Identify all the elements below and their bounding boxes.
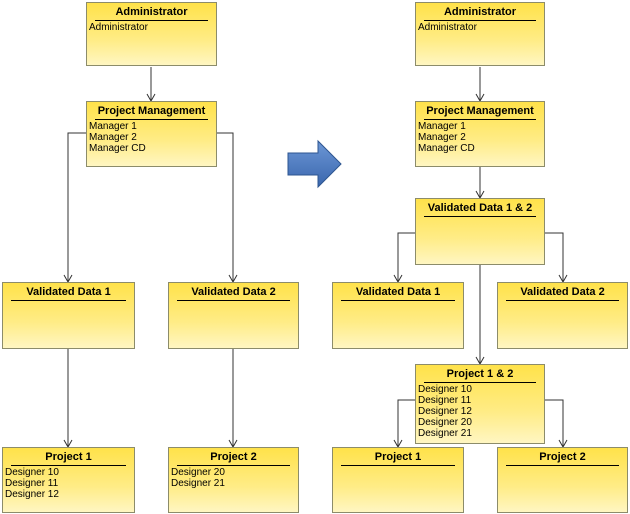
node-title: Project 2 <box>177 450 290 466</box>
node-title: Validated Data 1 <box>11 285 126 301</box>
connector-vd12-to-vd2-right <box>545 232 568 284</box>
left-project-1-node[interactable]: Project 1 Designer 10 Designer 11 Design… <box>2 447 135 513</box>
right-connectors <box>393 67 568 449</box>
connector-p12-to-p1-right <box>393 399 415 449</box>
right-validated-data-2-node[interactable]: Validated Data 2 <box>497 282 628 349</box>
list-item: Manager 1 <box>89 121 137 132</box>
node-title: Project 1 <box>11 450 126 466</box>
list-item: Manager 1 <box>418 121 466 132</box>
right-project-management-node[interactable]: Project Management Manager 1 Manager 2 M… <box>415 101 545 167</box>
node-title: Project 1 <box>341 450 455 466</box>
list-item: Manager CD <box>418 143 475 154</box>
left-administrator-node[interactable]: Administrator Administrator <box>86 2 217 66</box>
connector-pm-to-vd2-left <box>217 132 238 284</box>
left-validated-data-2-node[interactable]: Validated Data 2 <box>168 282 299 349</box>
list-item: Designer 21 <box>171 478 225 489</box>
node-title: Project 1 & 2 <box>424 367 536 383</box>
node-items: Administrator <box>89 22 148 33</box>
node-items: Designer 20 Designer 21 <box>171 467 225 489</box>
node-items: Designer 10 Designer 11 Designer 12 Desi… <box>418 384 472 439</box>
node-items: Manager 1 Manager 2 Manager CD <box>89 121 146 154</box>
connector-pm-to-vd1-left <box>63 132 86 284</box>
left-project-management-node[interactable]: Project Management Manager 1 Manager 2 M… <box>86 101 217 167</box>
node-title: Project 2 <box>506 450 619 466</box>
node-title: Validated Data 1 & 2 <box>424 201 536 217</box>
right-project-2-node[interactable]: Project 2 <box>497 447 628 513</box>
right-validated-data-1-node[interactable]: Validated Data 1 <box>332 282 464 349</box>
left-project-2-node[interactable]: Project 2 Designer 20 Designer 21 <box>168 447 299 513</box>
list-item: Designer 12 <box>418 406 472 417</box>
list-item: Manager CD <box>89 143 146 154</box>
right-validated-data-1-2-node[interactable]: Validated Data 1 & 2 <box>415 198 545 265</box>
node-title: Validated Data 1 <box>341 285 455 301</box>
node-title: Administrator <box>424 5 536 21</box>
list-item: Designer 20 <box>171 467 225 478</box>
node-title: Validated Data 2 <box>506 285 619 301</box>
list-item: Designer 11 <box>418 395 472 406</box>
transform-arrow-icon <box>287 139 342 189</box>
right-project-1-node[interactable]: Project 1 <box>332 447 464 513</box>
list-item: Administrator <box>418 22 477 33</box>
right-administrator-node[interactable]: Administrator Administrator <box>415 2 545 66</box>
left-validated-data-1-node[interactable]: Validated Data 1 <box>2 282 135 349</box>
list-item: Manager 2 <box>418 132 466 143</box>
connector-vd12-to-vd1-right <box>393 232 415 284</box>
list-item: Designer 21 <box>418 428 472 439</box>
list-item: Designer 11 <box>5 478 59 489</box>
node-items: Designer 10 Designer 11 Designer 12 <box>5 467 59 500</box>
list-item: Manager 2 <box>89 132 137 143</box>
node-title: Project Management <box>424 104 536 120</box>
node-items: Manager 1 Manager 2 Manager CD <box>418 121 475 154</box>
node-title: Administrator <box>95 5 208 21</box>
connector-p12-to-p2-right <box>545 399 568 449</box>
list-item: Designer 10 <box>5 467 59 478</box>
node-items: Administrator <box>418 22 477 33</box>
list-item: Designer 12 <box>5 489 59 500</box>
list-item: Designer 20 <box>418 417 472 428</box>
list-item: Designer 10 <box>418 384 472 395</box>
right-project-1-2-node[interactable]: Project 1 & 2 Designer 10 Designer 11 De… <box>415 364 545 444</box>
list-item: Administrator <box>89 22 148 33</box>
left-connectors <box>63 67 238 449</box>
node-title: Project Management <box>95 104 208 120</box>
node-title: Validated Data 2 <box>177 285 290 301</box>
